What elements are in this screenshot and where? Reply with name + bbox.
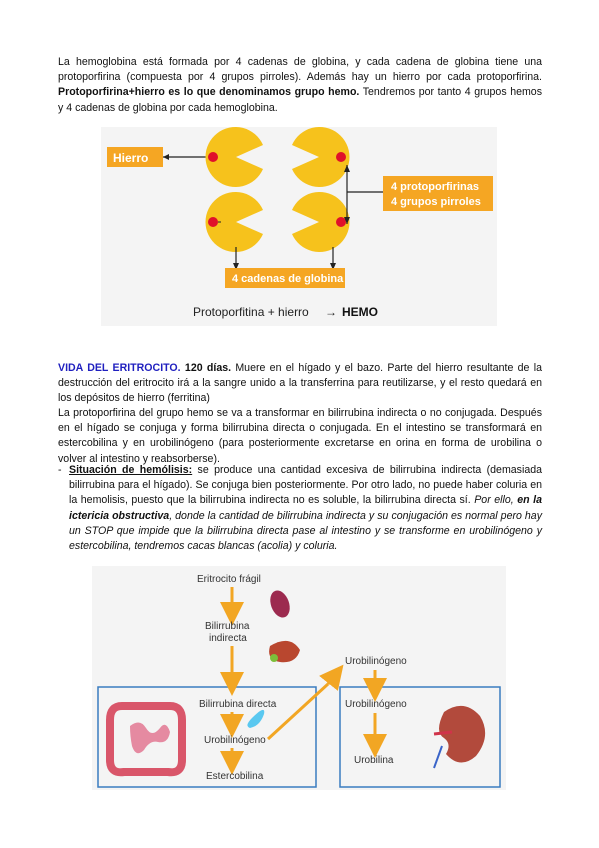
bilirubin-paragraph: La protoporfirina del grupo hemo se va a… xyxy=(58,406,542,467)
intro-text: La hemoglobina está formada por 4 cadena… xyxy=(58,56,542,84)
hemo-label: HEMO xyxy=(342,305,378,319)
bili-indirecta-label-1: Bilirrubina xyxy=(205,621,250,632)
kidney-box xyxy=(339,686,501,788)
cadenas-box xyxy=(225,268,345,288)
hierro-label-box xyxy=(107,147,163,167)
intestine-icon xyxy=(106,702,186,777)
formula-arrow: → xyxy=(325,305,337,319)
section-title: VIDA DEL ERITROCITO. xyxy=(58,362,181,374)
urobilina-label: Urobilina xyxy=(354,755,394,766)
estercobilina-label: Estercobilina xyxy=(206,771,264,782)
hierro-arrowhead xyxy=(163,154,169,160)
intro-rest-text: Tendremos por tanto 4 grupos hemos y 4 c… xyxy=(58,86,542,114)
bilirubin-text: La protoporfirina del grupo hemo se va a… xyxy=(58,407,542,465)
eritrocito-label: Eritrocito frágil xyxy=(197,574,261,585)
hemolisis-text: se produce una cantidad excesiva de bili… xyxy=(69,464,542,507)
bili-indirecta-label-2: indirecta xyxy=(209,633,247,644)
intro-paragraph: La hemoglobina está formada por 4 cadena… xyxy=(58,55,542,116)
days-text: 120 días. xyxy=(184,362,232,374)
ictericia-text: , donde la cantidad de bilirrubina indir… xyxy=(69,509,542,553)
urobilinogeno-int-label: Urobilinógeno xyxy=(204,735,266,746)
hemolisis-label: Situación de hemólisis: xyxy=(69,464,193,476)
urobilinogeno-renal-label: Urobilinógeno xyxy=(345,699,407,710)
bullet-mark: - xyxy=(58,464,62,476)
ictericia-pre: Por ello, xyxy=(474,494,518,507)
globin-chain-3 xyxy=(205,192,263,252)
ictericia-label: en la ictericia obstructiva xyxy=(69,494,542,522)
intestine-box xyxy=(97,686,317,788)
protoporfirinas-box xyxy=(383,176,493,211)
hemolysis-paragraph: Situación de hemólisis: se produce una c… xyxy=(69,463,542,554)
bile-duct-icon xyxy=(247,709,265,728)
cadenas-label: 4 cadenas de globina xyxy=(232,273,344,285)
bili-directa-label: Bilirrubina directa xyxy=(199,699,277,710)
iron-dot-1 xyxy=(208,152,218,162)
hemo-diagram: Hierro 4 protoporfirinas 4 grupos pirrol… xyxy=(107,127,493,319)
urobilinogeno-top-label: Urobilinógeno xyxy=(345,656,407,667)
formula-text: Protoporfitina + hierro xyxy=(193,305,309,319)
iron-dot-3 xyxy=(208,217,218,227)
bilirubin-diagram: Eritrocito frágil Bilirrubina indirecta … xyxy=(97,574,501,788)
iron-dot-4 xyxy=(336,217,346,227)
erythrocyte-life-paragraph: VIDA DEL ERITROCITO. 120 días. Muere en … xyxy=(58,361,542,407)
globin-chain-1 xyxy=(205,127,263,187)
kidney-icon xyxy=(433,705,486,769)
hierro-label: Hierro xyxy=(113,151,148,165)
intro-bold-text: Protoporfirina+hierro es lo que denomina… xyxy=(58,86,360,99)
gallbladder-icon xyxy=(270,654,278,662)
iron-dot-2 xyxy=(336,152,346,162)
protoporfirinas-label: 4 protoporfirinas xyxy=(391,181,479,193)
pirroles-label: 4 grupos pirroles xyxy=(391,196,481,208)
erythrocyte-icon xyxy=(270,590,290,618)
globin-chain-4 xyxy=(292,192,350,252)
bilirubin-cycle-figure: Eritrocito frágil Bilirrubina indirecta … xyxy=(92,566,506,790)
hemo-group-figure: Hierro 4 protoporfirinas 4 grupos pirrol… xyxy=(101,127,497,326)
globin-chain-2 xyxy=(292,127,350,187)
section-intro: Muere en el hígado y el bazo. Parte del … xyxy=(58,362,542,405)
